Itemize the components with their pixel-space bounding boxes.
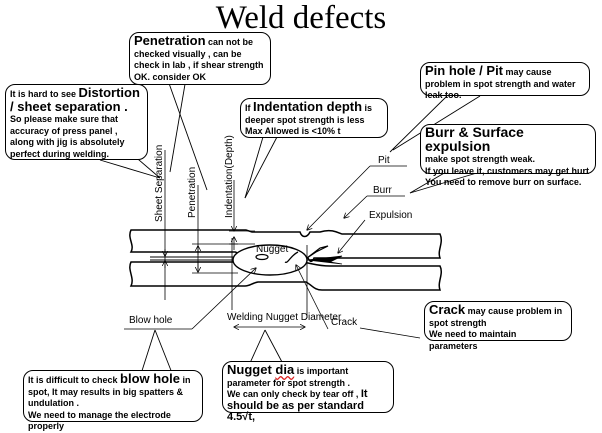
callout-blowhole-heading: blow hole [120, 371, 180, 386]
callout-penetration-text: can not be checked visually , can be che… [134, 37, 264, 82]
callout-distortion-heading: Distortion / sheet separation . [10, 85, 140, 114]
callout-indentation-prefix: If [245, 103, 253, 113]
callout-penetration: Penetration can not be checked visually … [129, 32, 271, 85]
expulsion-label: Expulsion [369, 210, 412, 221]
crack-label: Crack [331, 317, 358, 328]
crack-mark [284, 251, 299, 263]
callout-pinhole: Pin hole / Pit may cause problem in spot… [420, 62, 590, 100]
callout-blowhole-line2: We need to manage the electrode properly [28, 409, 171, 432]
callout-distortion: It is hard to see Distortion / sheet sep… [5, 84, 148, 160]
diagram-title: Weld defects [215, 0, 387, 36]
callout-blowhole-text: in spot, It may results in big spatters … [28, 375, 191, 408]
callout-crack-text: may cause problem in spot strength [429, 306, 563, 328]
callout-pinhole-heading: Pin hole / Pit [425, 63, 504, 78]
callout-nugget-dia-heading: Nugget [227, 362, 276, 377]
lower-sheet [129, 261, 443, 291]
callout-indentation-text: is deeper spot strength is less Max Allo… [245, 103, 373, 136]
penetration-label: Penetration [187, 167, 198, 218]
callout-crack: Crack may cause problem in spot strength… [424, 301, 572, 351]
callout-burr-line3: You need to remove burr on surface. [425, 177, 582, 187]
callout-nugget-dia-line2: We can only check by tear off , [227, 389, 361, 399]
callout-distortion-prefix: It is hard to see [10, 89, 79, 99]
burr-label: Burr [373, 185, 393, 196]
blow-hole-label: Blow hole [129, 315, 173, 326]
callout-crack-line2: We need to maintain parameters [429, 329, 517, 351]
callout-pinhole-text: may cause problem in spot strength and w… [425, 67, 576, 100]
callout-penetration-heading: Penetration [134, 33, 206, 48]
callout-indentation-heading: Indentation depth [253, 99, 363, 114]
callout-crack-heading: Crack [429, 302, 466, 317]
callout-blowhole-prefix: It is difficult to check [28, 375, 121, 385]
callout-burr-line1: make spot strength weak. [425, 154, 536, 164]
callout-nugget-dia-standard: It should be as per standard 4.5√t, [227, 388, 368, 423]
callout-nugget-dia: Nugget dia is important parameter for sp… [222, 361, 394, 423]
callout-blowhole: It is difficult to check blow hole in sp… [23, 370, 203, 431]
nugget-label: Nugget [256, 244, 288, 255]
callout-burr-line2: If you leave it, customers may get hurt [425, 165, 590, 176]
callout-indentation: If Indentation depth is deeper spot stre… [240, 98, 388, 138]
callout-nugget-dia-heading-dia: dia [275, 362, 295, 377]
callout-burr: Burr & Surface expulsion make spot stren… [420, 124, 596, 187]
indentation-depth-label: Indentation(Depth) [224, 135, 235, 218]
sheet-separation-label: Sheet Separation [154, 145, 165, 222]
blow-hole-mark [255, 253, 269, 261]
callout-nugget-dia-text: is important parameter for spot strength… [227, 366, 351, 388]
callout-burr-heading: Burr & Surface expulsion [425, 124, 524, 154]
pit-label: Pit [378, 155, 390, 166]
welding-nugget-diameter-label: Welding Nugget Diameter [227, 312, 342, 323]
callout-distortion-text: So please make sure that accuracy of pre… [10, 114, 125, 159]
upper-sheet [129, 229, 443, 263]
